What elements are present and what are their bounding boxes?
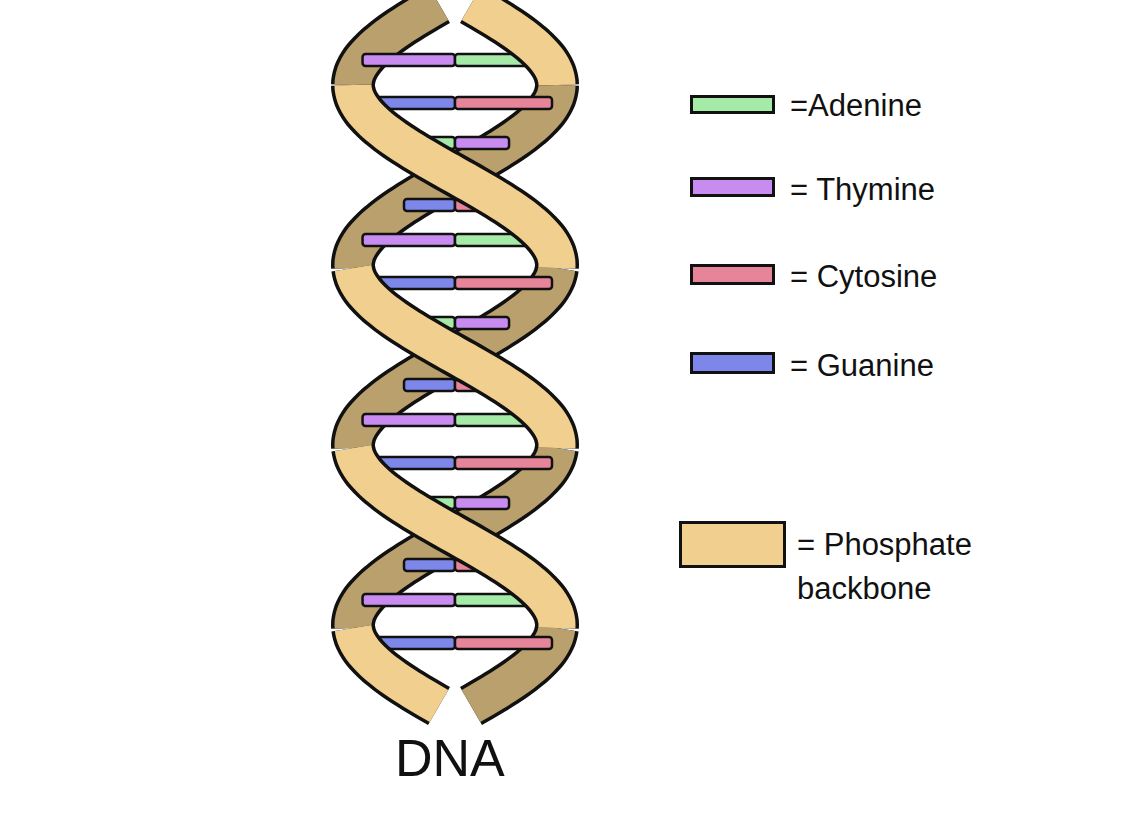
caption: DNA	[395, 728, 505, 788]
legend-label: = Guanine	[790, 344, 934, 388]
backbone-outline	[353, 268, 557, 448]
backbone-outline	[471, 4, 557, 85]
base	[363, 234, 455, 246]
legend-label: = Thymine	[790, 168, 935, 212]
base	[455, 637, 552, 649]
phosphate-backbone	[353, 268, 557, 448]
backbone-outline	[353, 448, 557, 628]
legend-swatch	[690, 177, 775, 197]
base	[455, 497, 509, 509]
legend-label: = Phosphate backbone	[797, 523, 1012, 611]
base	[363, 414, 455, 426]
phosphate-backbone	[353, 85, 557, 268]
base	[455, 277, 552, 289]
base	[363, 594, 455, 606]
backbone-outline	[353, 628, 439, 706]
backbone-outline	[353, 85, 557, 268]
phosphate-backbone	[353, 448, 557, 628]
legend-label: = Cytosine	[790, 255, 937, 299]
legend-swatch	[690, 352, 775, 374]
phosphate-backbone	[353, 85, 557, 268]
base	[363, 54, 455, 66]
base	[404, 379, 455, 391]
backbone-outline	[353, 85, 557, 268]
phosphate-backbone	[353, 448, 557, 628]
base	[404, 559, 455, 571]
backbone-outline	[353, 448, 557, 628]
phosphate-backbone	[353, 268, 557, 448]
backbone-outline	[353, 4, 439, 85]
phosphate-backbone	[353, 4, 439, 85]
base	[404, 199, 455, 211]
legend-swatch	[690, 95, 775, 114]
base	[455, 97, 552, 109]
legend-swatch	[679, 521, 786, 568]
legend-label: =Adenine	[790, 84, 922, 128]
backbone-outline	[353, 268, 557, 448]
base	[455, 137, 509, 149]
base	[455, 457, 552, 469]
legend-swatch	[690, 264, 775, 285]
base	[455, 317, 509, 329]
phosphate-backbone	[471, 4, 557, 85]
phosphate-backbone	[353, 628, 439, 706]
